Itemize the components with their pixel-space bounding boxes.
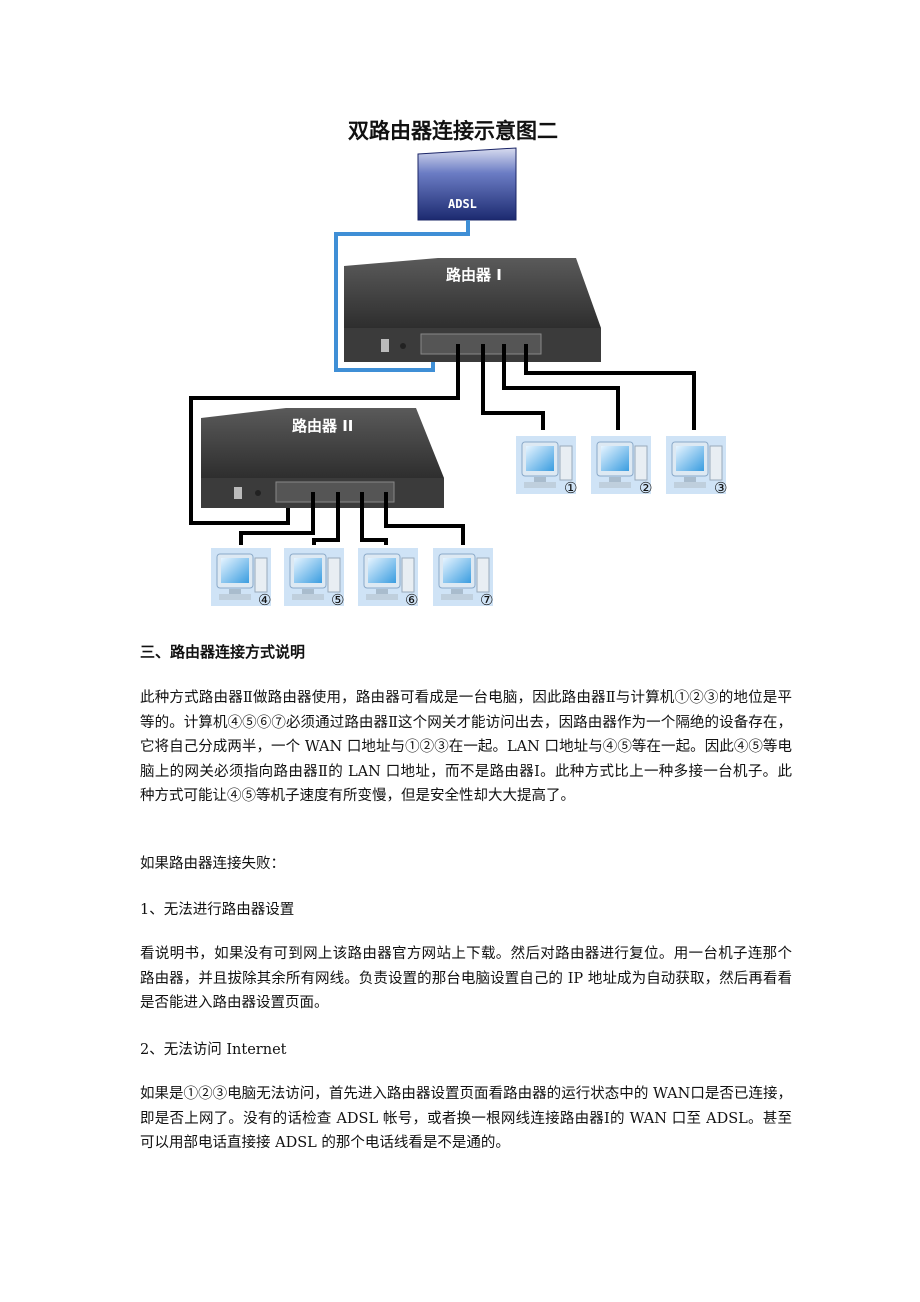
modem-label: ADSL (448, 197, 477, 211)
router-1: 路由器 I (344, 258, 601, 362)
adsl-modem: ADSL (417, 147, 517, 221)
paragraph-issue-1-fix: 看说明书，如果没有可到网上该路由器官方网站上下载。然后对路由器进行复位。用一台机… (140, 946, 792, 1011)
router-connection-diagram: 双路由器连接示意图二 ADSL 路由器 I 路由器 II (186, 108, 733, 610)
diagram-title: 双路由器连接示意图二 (348, 119, 558, 143)
paragraph-issue-1: 1、无法进行路由器设置 (140, 902, 295, 918)
router-2-label: 路由器 II (292, 417, 353, 435)
pc-label-4: ④ (258, 591, 271, 609)
paragraph-explanation: 此种方式路由器Ⅱ做路由器使用，路由器可看成是一台电脑，因此路由器Ⅱ与计算机①②③… (140, 690, 792, 804)
pc-label-5: ⑤ (331, 591, 344, 609)
pc-label-7: ⑦ (480, 591, 493, 609)
pc-label-2: ② (639, 479, 652, 497)
router-1-lan-cables (189, 344, 696, 525)
paragraph-failure-intro: 如果路由器连接失败： (140, 856, 285, 872)
pc-label-1: ① (564, 479, 577, 497)
pc-label-6: ⑥ (405, 591, 418, 609)
section-heading: 三、路由器连接方式说明 (140, 643, 306, 661)
paragraph-issue-2-fix: 如果是①②③电脑无法访问，首先进入路由器设置页面看路由器的运行状态中的 WAN口… (140, 1086, 792, 1151)
paragraph-issue-2: 2、无法访问 Internet (140, 1042, 287, 1058)
router-1-label: 路由器 I (446, 266, 502, 284)
router-2: 路由器 II (201, 408, 444, 508)
wan-cable (334, 220, 470, 372)
pc-label-3: ③ (714, 479, 727, 497)
router-2-lan-cables (239, 492, 465, 545)
